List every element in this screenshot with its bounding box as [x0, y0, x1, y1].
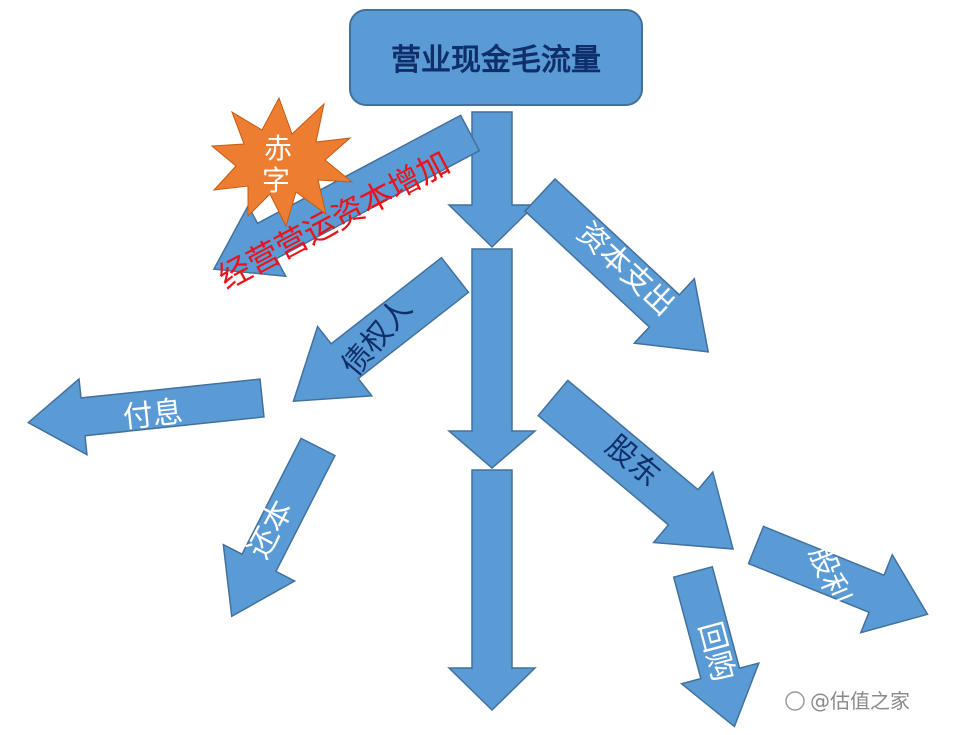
trunk-arrow-3 [447, 469, 537, 712]
deficit-burst-icon [210, 96, 354, 228]
trunk-arrow-1 [447, 111, 537, 249]
buyback-label: 回购 [691, 618, 740, 685]
watermark-paw-icon [785, 691, 805, 711]
deficit-burst-label-1: 赤 [264, 132, 292, 165]
capex-arrow [523, 177, 710, 353]
working-capital-arrow [212, 114, 481, 278]
trunk-arrow-2 [446, 248, 538, 469]
watermark-text: @估值之家 [810, 689, 910, 713]
deficit-burst-label-2: 字 [262, 164, 290, 197]
top-box-label: 营业现金毛流量 [391, 43, 601, 78]
watermark: @估值之家 [785, 689, 910, 713]
interest-label: 付息 [121, 394, 184, 435]
top-box [349, 9, 643, 106]
dividend-arrow [747, 525, 929, 634]
shareholders-arrow [537, 379, 735, 550]
interest-arrow [26, 377, 265, 456]
buyback-arrow [672, 565, 761, 728]
repay-arrow [222, 437, 336, 618]
creditors-arrow [292, 256, 470, 403]
